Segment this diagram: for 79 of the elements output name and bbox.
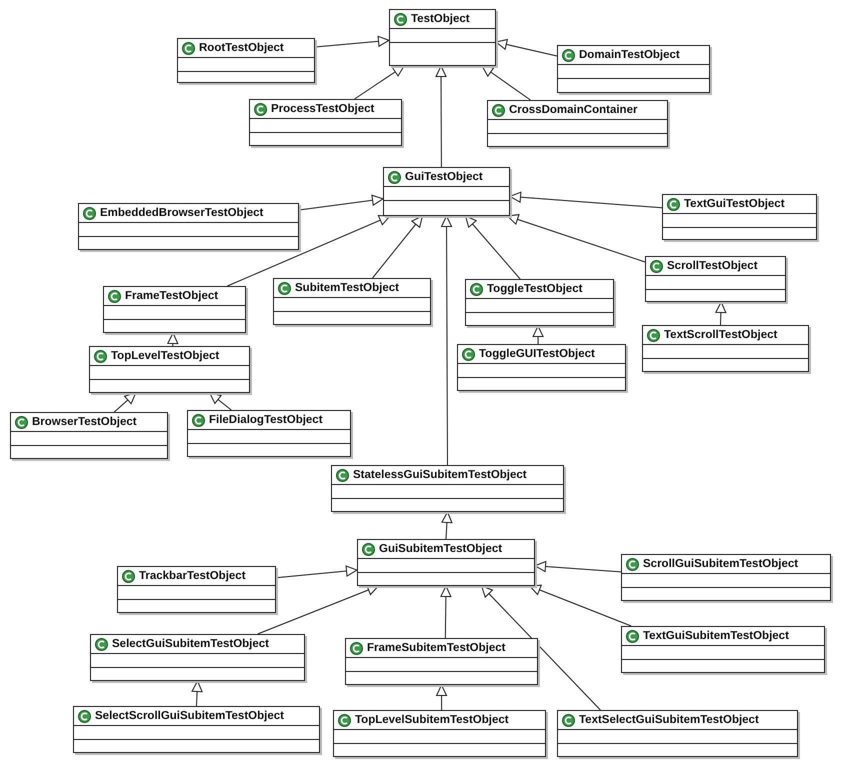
class-box [645,256,786,302]
class-name: FrameSubitemTestObject [367,642,506,654]
inheritance-arrow [436,684,448,710]
class-name: SelectGuiSubitemTestObject [112,638,269,650]
class-name: TopLevelSubitemTestObject [355,714,509,726]
class-name: ToggleGUITestObject [479,348,595,360]
class-box [642,325,809,372]
class-box [357,539,535,586]
class-name: SelectScrollGuiSubitemTestObject [95,710,284,722]
inheritance-arrow [441,216,452,466]
class-box [487,100,668,147]
class-box [273,278,431,325]
class-name: SubitemTestObject [295,282,399,294]
inheritance-arrow [529,584,632,626]
class-box [117,566,276,613]
inheritance-arrow [276,566,358,578]
class-box [73,706,320,753]
class-box [557,45,710,93]
class-box [557,710,798,757]
class-box [177,38,315,83]
inheritance-arrow [482,66,531,100]
class-box [389,9,496,66]
class-name: EmbeddedBrowserTestObject [100,207,264,219]
class-name: TextScrollTestObject [664,329,778,341]
inheritance-arrow [506,214,646,262]
class-box [621,554,831,601]
class-name: ProcessTestObject [271,103,374,115]
inheritance-arrow [226,215,390,286]
class-name: CrossDomainContainer [509,104,638,116]
class-box [89,346,250,393]
class-box [457,344,626,391]
class-name: ScrollGuiSubitemTestObject [643,558,798,570]
inheritance-arrow [441,512,452,540]
class-box [465,279,614,326]
class-box [103,286,246,333]
class-name: TrackbarTestObject [139,570,246,582]
inheritance-arrow [192,680,203,706]
class-box [333,710,546,757]
class-name: TextGuiSubitemTestObject [643,630,789,642]
class-box [90,634,305,681]
class-box [187,410,351,457]
class-box [249,99,402,146]
class-name: FrameTestObject [125,290,218,302]
class-name: GuiSubitemTestObject [379,543,502,555]
inheritance-arrow [167,332,178,346]
class-name: GuiTestObject [405,171,483,183]
inheritance-arrow [465,216,521,280]
class-name: ToggleTestObject [487,283,582,295]
inheritance-arrow [209,392,232,410]
class-name: StatelessGuiSubitemTestObject [353,469,527,481]
class-box [78,203,299,250]
inheritance-arrow [314,36,390,48]
inheritance-arrow [532,326,544,344]
class-box [621,626,825,673]
class-box [331,465,564,512]
class-box [10,412,168,459]
inheritance-arrow [496,39,558,57]
class-name: FileDialogTestObject [209,414,323,426]
class-name: DomainTestObject [579,49,680,61]
inheritance-arrow [510,192,662,208]
class-name: ScrollTestObject [667,260,758,272]
inheritance-arrow [298,194,384,211]
inheritance-arrow [372,216,423,278]
class-name: TextSelectGuiSubitemTestObject [579,714,759,726]
inheritance-arrow [481,586,601,710]
inheritance-arrow [436,66,447,168]
class-box [345,638,538,685]
class-name: BrowserTestObject [32,416,137,428]
class-box [662,194,817,240]
inheritance-arrow [534,561,622,572]
class-box [383,167,510,216]
class-name: TopLevelTestObject [111,350,220,362]
class-name: TextGuiTestObject [684,198,785,210]
inheritance-arrow [354,66,404,100]
inheritance-arrow [440,586,452,638]
class-name: TestObject [411,13,470,25]
inheritance-arrow [114,392,136,412]
class-name: RootTestObject [199,42,284,54]
inheritance-arrow [715,302,726,326]
